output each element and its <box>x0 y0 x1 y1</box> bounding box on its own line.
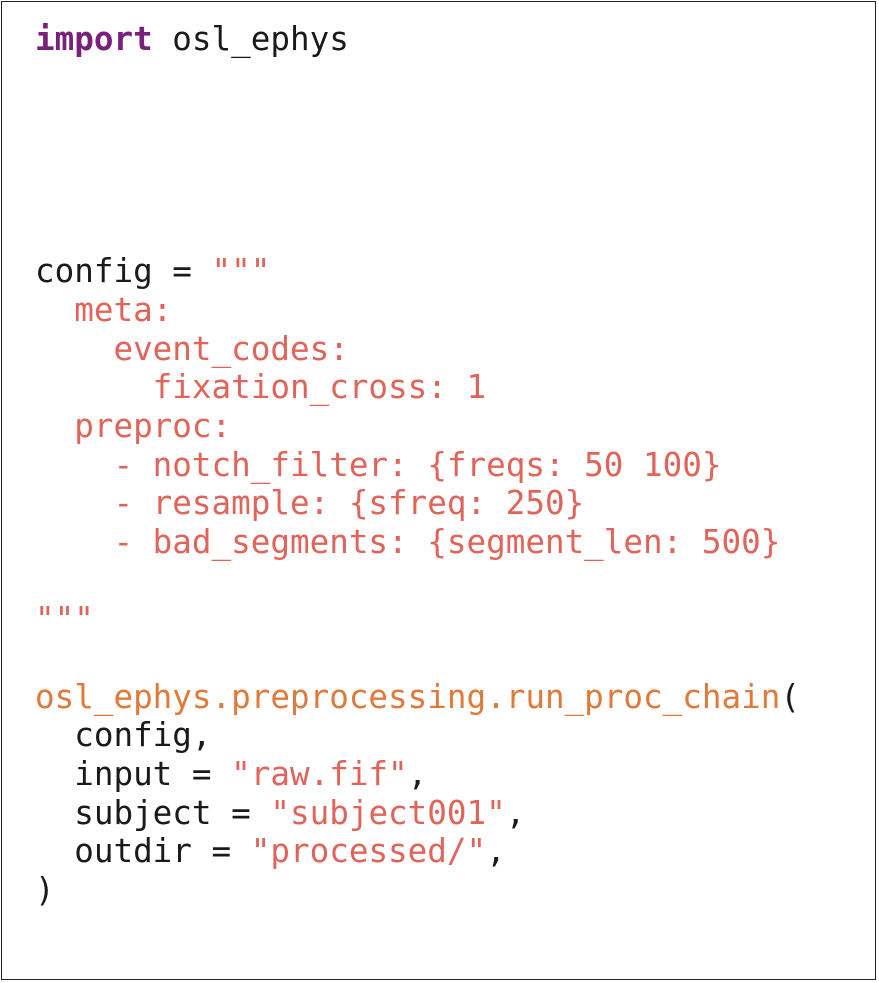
yaml-line: - resample: {sfreq: 250} <box>35 484 585 523</box>
arg-outdir-line: outdir = "processed/", <box>35 832 800 871</box>
yaml-line: meta: <box>35 290 173 329</box>
call-function: osl_ephys.preprocessing.run_proc_chain <box>35 677 781 716</box>
yaml-line: - notch_filter: {freqs: 50 100} <box>35 445 722 484</box>
arg-subject-line: subject = "subject001", <box>35 794 800 833</box>
config-assign-line: config = """ <box>35 252 800 291</box>
yaml-line: fixation_cross: 1 <box>35 368 487 407</box>
triple-quote-close: """ <box>35 600 94 639</box>
call-open-paren: ( <box>780 677 800 716</box>
import-line: import osl_ephys <box>35 20 800 59</box>
arg-outdir-value: "processed/" <box>250 832 487 871</box>
blank-line <box>35 59 800 98</box>
import-module: osl_ephys <box>152 20 349 58</box>
arg-subject-name: subject = <box>35 793 271 832</box>
yaml-line: event_codes: <box>35 329 349 368</box>
arg-comma: , <box>407 755 428 794</box>
arg-input-line: input = "raw.fif", <box>35 755 800 794</box>
arg-config: config, <box>35 716 212 755</box>
arg-outdir-name: outdir = <box>35 832 251 871</box>
arg-subject-value: "subject001" <box>270 793 506 832</box>
arg-comma: , <box>486 832 506 871</box>
blank-line <box>35 136 800 175</box>
call-close-paren: ) <box>35 871 55 910</box>
import-keyword: import <box>35 20 153 58</box>
arg-input-value: "raw.fif" <box>231 755 408 794</box>
arg-input-name: input = <box>35 755 232 794</box>
triple-quote-open: """ <box>211 252 271 291</box>
yaml-line: - bad_segments: {segment_len: 500} <box>35 522 781 561</box>
yaml-line: preproc: <box>35 406 232 445</box>
blank-line <box>35 97 800 136</box>
call-line: osl_ephys.preprocessing.run_proc_chain( <box>35 678 800 717</box>
blank-line <box>35 213 800 252</box>
config-assign: config = <box>35 252 212 291</box>
blank-line <box>35 175 800 214</box>
blank-line <box>35 562 800 601</box>
arg-comma: , <box>505 793 526 832</box>
blank-line <box>35 639 800 678</box>
